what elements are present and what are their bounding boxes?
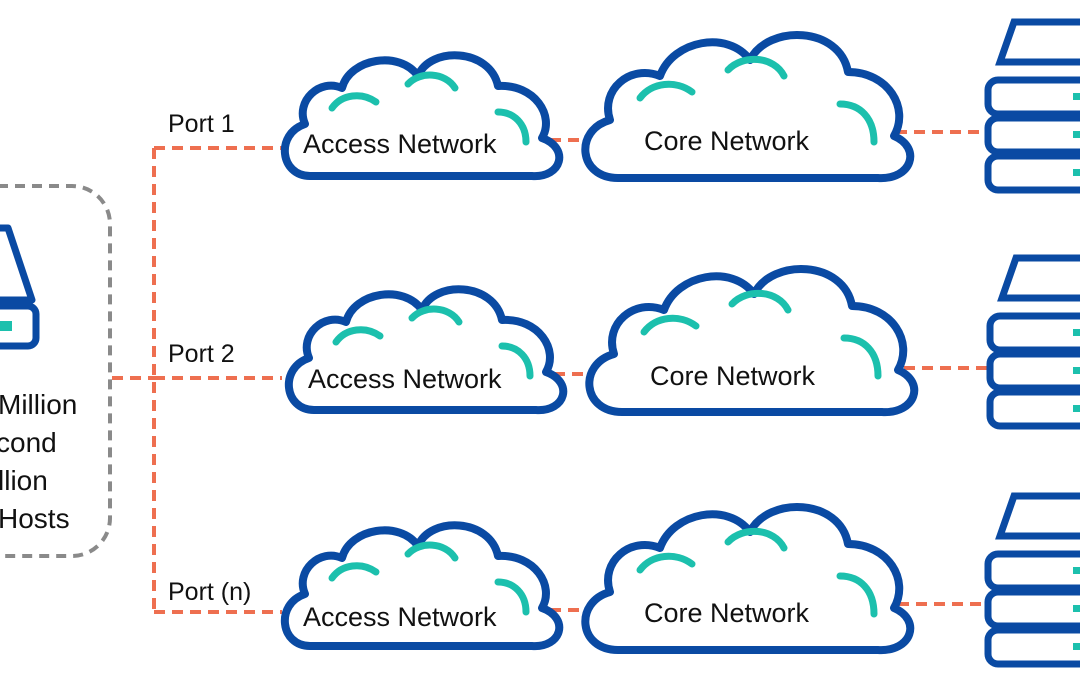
cloud-icon [585,35,910,178]
host-text-line-3: llion [0,465,48,496]
core-network-label-2: Core Network [650,361,816,391]
core-network-cloud-n [585,507,910,650]
connection-lines [112,130,992,614]
port-label-2: Port 2 [168,340,235,368]
access-network-label-n: Access Network [303,602,497,632]
access-network-label-2: Access Network [308,364,502,394]
cloud-icon [585,507,910,650]
core-network-cloud-1 [585,35,910,178]
core-network-label-1: Core Network [644,126,810,156]
server-stack-icon-2 [986,254,1080,430]
port-label-1: Port 1 [168,110,235,138]
host-text-line-2: cond [0,427,57,458]
host-text-line-4: Hosts [0,503,70,534]
host-boundary-box [0,184,112,558]
server-stack-icon-n [984,492,1080,668]
server-stack-icon-1 [984,18,1080,194]
host-device-icon [0,224,40,350]
host-group: Million cond llion Hosts [0,184,112,558]
host-text-line-1: Million [0,389,77,420]
core-network-label-n: Core Network [644,598,810,628]
access-network-label-1: Access Network [303,129,497,159]
port-label-n: Port (n) [168,578,251,606]
